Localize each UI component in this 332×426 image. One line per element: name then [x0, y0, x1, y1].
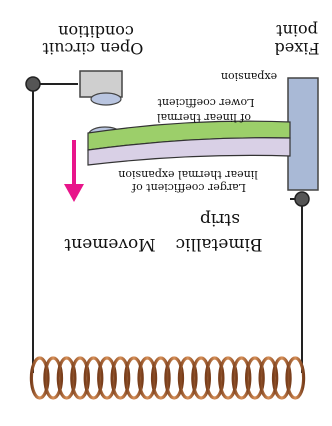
- label-larger-coefficient-line1: Larger coefficient of: [131, 181, 246, 194]
- coil-loop: [204, 356, 225, 400]
- label-larger-coefficient-line2: linear thermal expansion: [118, 168, 258, 181]
- heating-coil: [29, 356, 306, 400]
- fixed-point-block: [287, 77, 319, 191]
- coil-loop: [43, 356, 64, 400]
- contact-tip: [90, 92, 122, 106]
- coil-loop: [110, 356, 131, 400]
- coil-loop: [218, 356, 238, 400]
- coil-loop: [177, 356, 198, 400]
- coil-loop: [97, 356, 117, 400]
- label-open-circuit-line2: condition: [58, 22, 134, 41]
- coil-loop: [83, 356, 104, 400]
- coil-loop: [271, 356, 292, 400]
- movement-arrow: [64, 140, 84, 202]
- coil-loop: [70, 356, 90, 400]
- coil-loop: [191, 356, 212, 400]
- coil-loop: [231, 356, 252, 400]
- label-fixed-point-line2: point: [276, 21, 318, 40]
- high-expansion-layer: [87, 137, 291, 166]
- coil-loop: [164, 356, 185, 400]
- bimetallic-strip: [87, 120, 291, 166]
- coil-loop: [29, 356, 50, 400]
- coil-loop: [285, 356, 306, 400]
- coil-loop: [123, 356, 144, 400]
- label-open-circuit-line1: Open circuit: [42, 39, 143, 58]
- coil-loop: [137, 356, 158, 400]
- coil-loop: [258, 356, 279, 400]
- left-terminal: [25, 76, 41, 92]
- coil-loop: [56, 356, 77, 400]
- label-fixed-point-line1: Fixed: [275, 39, 320, 58]
- coil-loop: [244, 356, 265, 400]
- coil-loop: [150, 356, 171, 400]
- label-bimetallic-line2: strip: [200, 209, 240, 229]
- label-movement: Movement: [64, 234, 155, 254]
- label-lower-coefficient-line1: expansion: [221, 70, 277, 83]
- label-lower-coefficient-line2: Lower coefficient: [157, 96, 255, 109]
- label-bimetallic-line1: Bimetallic: [176, 234, 263, 254]
- label-lower-coefficient-line3: of linear thermal: [157, 111, 251, 124]
- right-terminal: [294, 191, 310, 207]
